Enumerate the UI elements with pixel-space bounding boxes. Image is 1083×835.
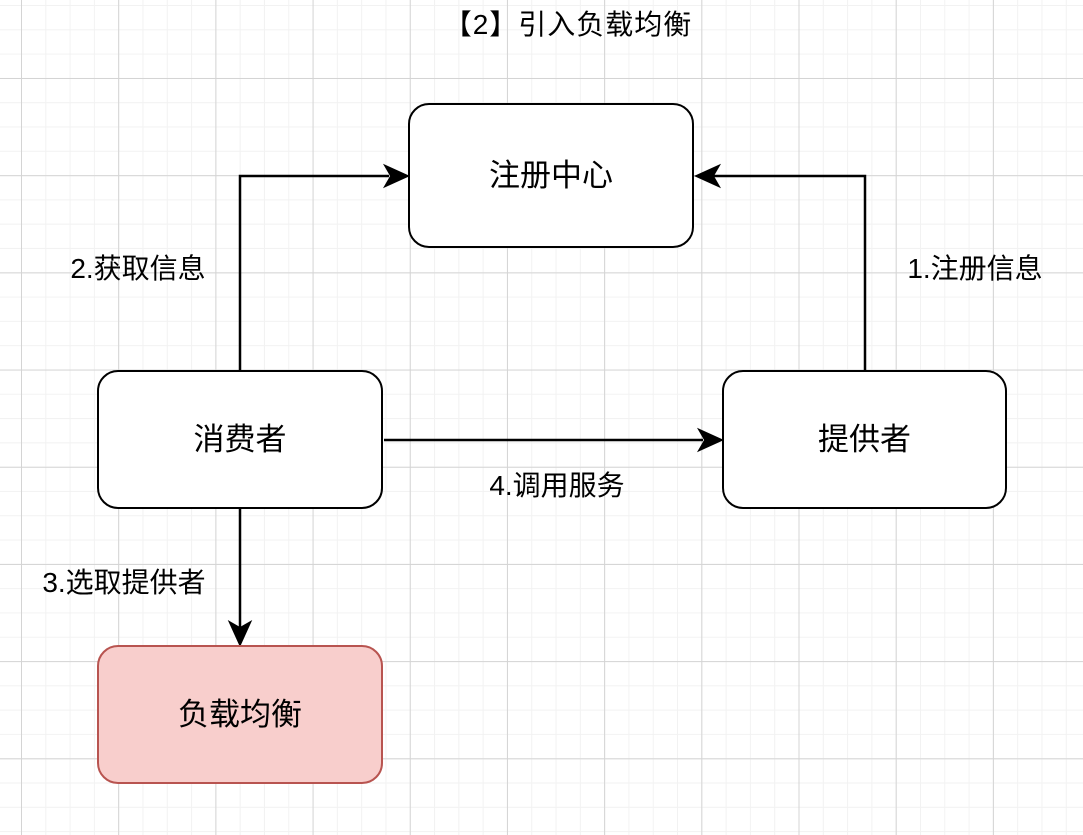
arrowhead-right-icon (696, 427, 725, 453)
node-provider-label: 提供者 (818, 421, 911, 457)
node-provider: 提供者 (722, 370, 1007, 509)
node-consumer-label: 消费者 (193, 421, 287, 457)
node-registry: 注册中心 (408, 103, 694, 248)
arrowhead-left-icon (693, 163, 722, 189)
node-load-balancer: 负载均衡 (97, 645, 383, 784)
edge-consumer-to-registry (238, 163, 411, 370)
node-consumer: 消费者 (97, 370, 383, 509)
diagram-title: 【2】引入负载均衡 (443, 9, 693, 40)
arrowhead-down-icon (227, 619, 253, 648)
edge-consumer-to-provider (384, 427, 725, 453)
edge-consumer-to-load-balancer (227, 509, 253, 648)
node-registry-label: 注册中心 (489, 157, 613, 193)
edge-label-select-provider: 3.选取提供者 (42, 567, 206, 598)
edge-label-register-info: 1.注册信息 (907, 253, 1043, 284)
arrowhead-right-icon (382, 163, 411, 189)
edge-provider-to-registry (693, 163, 867, 370)
edge-label-invoke-service: 4.调用服务 (489, 470, 625, 501)
node-load-balancer-label: 负载均衡 (178, 696, 302, 732)
edge-label-fetch-info: 2.获取信息 (70, 253, 206, 284)
